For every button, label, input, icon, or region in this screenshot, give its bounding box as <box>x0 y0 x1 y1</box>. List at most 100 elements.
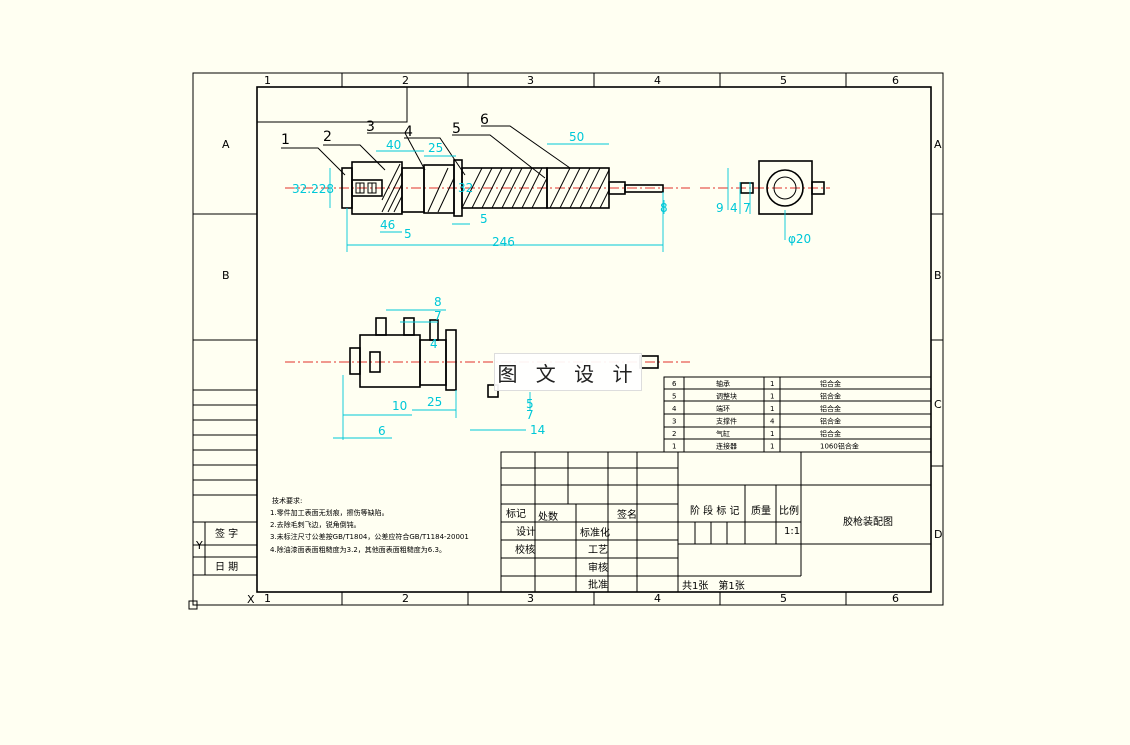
dim-f7b: 7 <box>526 408 534 422</box>
bom-name-cell: 连接器 <box>716 442 737 451</box>
tech-line-3: 3.未标注尺寸公差按GB/T1804，公差应符合GB/T1184-20001 <box>270 532 469 541</box>
tb-scale-label: 比例 <box>779 504 799 517</box>
bom-mat-cell: 铝合金 <box>820 429 841 438</box>
dim-phi20: φ20 <box>788 232 811 246</box>
tb-count: 处数 <box>538 510 558 523</box>
tb-scale: 1:1 <box>784 526 800 537</box>
tb-stage: 阶 段 标 记 <box>690 504 740 517</box>
zone-col-2: 2 <box>402 74 409 87</box>
balloon-6: 6 <box>480 112 489 128</box>
zone-row-c-r: C <box>934 398 942 411</box>
dim-32-228: 32.228 <box>292 182 334 196</box>
dim-f25: 25 <box>427 395 442 409</box>
dim-8: 8 <box>660 201 668 215</box>
zone-row-d-r: D <box>934 528 942 541</box>
dim-25: 25 <box>428 141 443 155</box>
bom-mat-cell: 铝合金 <box>820 392 841 401</box>
bom-qty-cell: 4 <box>770 418 775 426</box>
tb-weight: 质量 <box>751 505 771 517</box>
tech-title: 技术要求: <box>272 496 302 505</box>
title-block <box>500 451 932 593</box>
dim-50: 50 <box>569 130 584 144</box>
zone-col-3: 3 <box>527 74 534 87</box>
bom-qty-cell: 1 <box>770 393 774 401</box>
bom-no-cell: 3 <box>672 418 676 426</box>
zone-col-2-b: 2 <box>402 592 409 605</box>
watermark: 图 文 设 计 <box>494 353 642 391</box>
tb-sheets: 共1张 第1张 <box>682 579 745 592</box>
dim-f5: 5 <box>526 397 534 411</box>
leaders <box>281 125 571 179</box>
bom-mat-cell: 铝合金 <box>820 379 841 388</box>
bom-name-cell: 轴承 <box>716 379 730 388</box>
tb-drawing-name: 胶枪装配图 <box>843 515 893 528</box>
side-view <box>740 160 825 215</box>
bom-qty-cell: 1 <box>770 443 774 451</box>
bom-table <box>663 376 932 453</box>
balloon-4: 4 <box>404 124 413 140</box>
tb-review: 审核 <box>588 561 608 574</box>
zone-col-5: 5 <box>780 74 787 87</box>
bom-qty-cell: 1 <box>770 430 774 438</box>
dim-7: 7 <box>743 201 751 215</box>
ucs-icon <box>188 545 253 610</box>
ucs-x-icon: X <box>247 593 255 606</box>
zone-col-6-b: 6 <box>892 592 899 605</box>
bom-no-cell: 4 <box>672 405 677 413</box>
balloon-5: 5 <box>452 121 461 137</box>
zone-row-b: B <box>222 269 230 282</box>
zone-col-1: 1 <box>264 74 271 87</box>
dim-4: 4 <box>730 201 738 215</box>
zone-col-4-b: 4 <box>654 592 661 605</box>
bom-name-cell: 调整块 <box>716 392 737 401</box>
bom-mat-cell: 铝合金 <box>820 404 841 413</box>
zone-row-b-r: B <box>934 269 942 282</box>
bom-name-cell: 端环 <box>716 404 730 413</box>
bom-mat-cell: 铝合金 <box>820 417 841 426</box>
sidebar-frame <box>193 389 257 576</box>
zone-col-3-b: 3 <box>527 592 534 605</box>
bom-mat-cell: 1060铝合金 <box>820 442 859 451</box>
balloon-3: 3 <box>366 119 375 135</box>
sidebar-date: 日 期 <box>215 561 238 573</box>
balloon-2: 2 <box>323 129 332 145</box>
bom-name-cell: 气缸 <box>716 429 730 438</box>
dim-f7a: 7 <box>434 309 442 323</box>
bom-qty-cell: 1 <box>770 405 774 413</box>
bom-no-cell: 2 <box>672 430 676 438</box>
dim-40: 40 <box>386 138 401 152</box>
zone-row-a-r: A <box>934 138 942 151</box>
tb-std: 标准化 <box>580 526 610 539</box>
section-view <box>341 159 664 217</box>
bom-no-cell: 5 <box>672 393 676 401</box>
tb-mark: 标记 <box>506 508 526 520</box>
zone-row-a: A <box>222 138 230 151</box>
tb-craft: 工艺 <box>588 544 608 556</box>
dim-f4: 4 <box>430 337 438 351</box>
dim-lines-side <box>727 168 786 240</box>
dim-f8: 8 <box>434 295 442 309</box>
zone-col-4: 4 <box>654 74 661 87</box>
bom-no-cell: 6 <box>672 380 677 388</box>
dim-5a: 5 <box>404 227 412 241</box>
zone-col-5-b: 5 <box>780 592 787 605</box>
zone-ticks <box>193 73 943 605</box>
tb-check: 校核 <box>515 543 535 556</box>
tb-approve: 批准 <box>588 578 608 591</box>
dim-f10: 10 <box>392 399 407 413</box>
dim-f14: 14 <box>530 423 545 437</box>
sidebar-sign: 签 字 <box>215 527 238 540</box>
dim-lines-front <box>333 309 531 440</box>
dim-46: 46 <box>380 218 395 232</box>
tech-line-1: 1.零件加工表面无划痕，擦伤等缺陷。 <box>270 508 389 517</box>
zone-col-1-b: 1 <box>264 592 271 605</box>
projection-box <box>256 86 408 123</box>
dim-9: 9 <box>716 201 724 215</box>
dim-f6: 6 <box>378 424 386 438</box>
front-view <box>349 317 659 398</box>
ucs-y-icon: Y <box>195 539 203 552</box>
dim-246: 246 <box>492 235 515 249</box>
dim-lines-top <box>329 143 665 252</box>
